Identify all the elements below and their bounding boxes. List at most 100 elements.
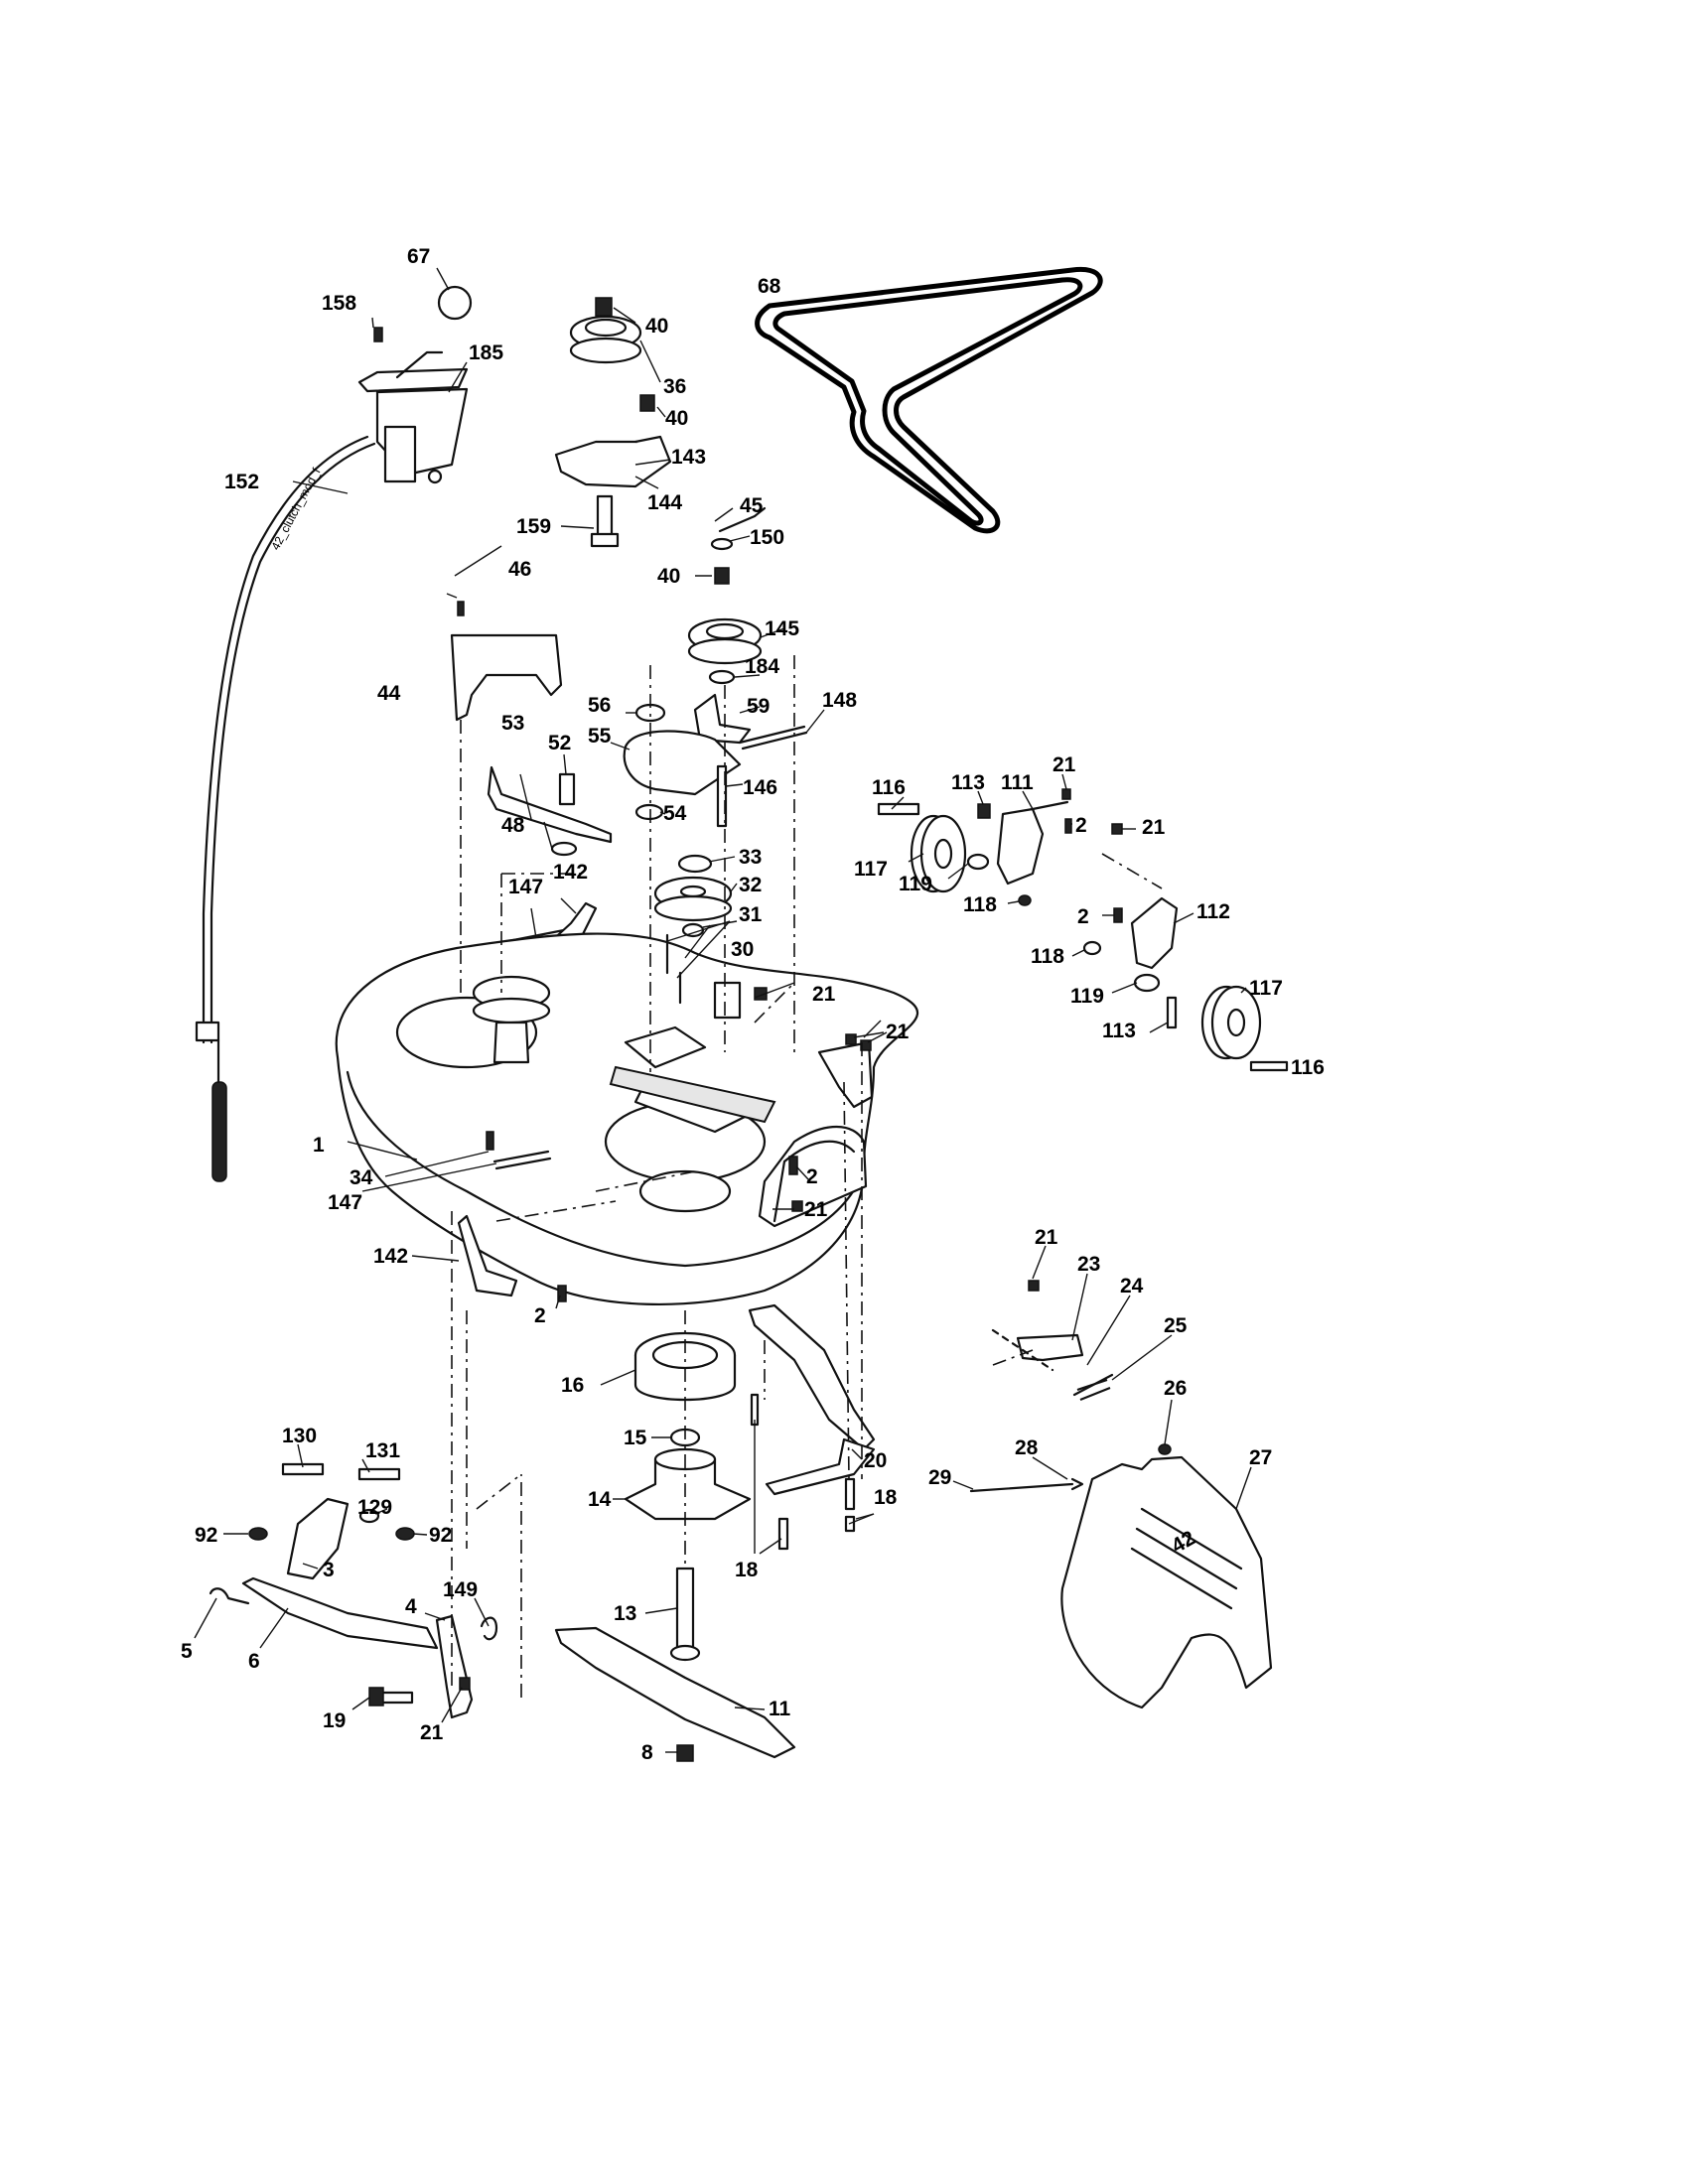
callout-21e: 21 — [420, 1721, 444, 1744]
callout-67: 67 — [407, 245, 430, 268]
callout-40a: 40 — [645, 315, 668, 338]
callout-45: 45 — [740, 494, 764, 517]
callout-119b: 119 — [1070, 985, 1104, 1008]
callout-8: 8 — [641, 1741, 653, 1764]
callout-21g: 21 — [1142, 816, 1166, 839]
callout-142b: 142 — [373, 1245, 408, 1268]
mower-deck — [335, 932, 919, 1306]
discharge-bracket — [748, 1303, 876, 1551]
callout-144: 144 — [647, 491, 682, 514]
callout-2d: 2 — [1077, 905, 1089, 928]
belt-cover — [450, 601, 563, 722]
callout-158: 158 — [322, 292, 356, 315]
callout-36: 36 — [663, 375, 686, 398]
callout-18b: 18 — [735, 1559, 759, 1581]
callout-21c: 21 — [804, 1198, 828, 1221]
callout-145: 145 — [765, 617, 799, 640]
callout-53: 53 — [501, 712, 524, 735]
callout-185: 185 — [469, 341, 503, 364]
callout-152: 152 — [224, 471, 259, 493]
callout-119a: 119 — [899, 873, 932, 895]
callout-25: 25 — [1164, 1314, 1188, 1337]
callout-118a: 118 — [963, 893, 997, 916]
callout-19: 19 — [323, 1709, 346, 1732]
idler-arm-pulley-lower — [623, 506, 808, 938]
callout-130: 130 — [282, 1425, 317, 1447]
callout-21a: 21 — [812, 983, 836, 1006]
callout-3: 3 — [323, 1559, 335, 1581]
callout-2c: 2 — [1075, 814, 1087, 837]
callout-111: 111 — [1001, 771, 1034, 794]
callout-6: 6 — [248, 1650, 260, 1673]
callout-92a: 92 — [195, 1524, 217, 1547]
callout-113a: 113 — [951, 771, 985, 794]
callout-labels: 67 158 185 152 40 36 40 143 144 159 45 1… — [181, 245, 1325, 1764]
callout-159: 159 — [516, 515, 551, 538]
callout-118b: 118 — [1031, 945, 1064, 968]
callout-55: 55 — [588, 725, 612, 748]
callout-20: 20 — [864, 1449, 887, 1472]
callout-24: 24 — [1120, 1275, 1144, 1297]
callout-4: 4 — [405, 1595, 417, 1618]
callout-52: 52 — [548, 732, 571, 754]
callout-16: 16 — [561, 1374, 584, 1397]
callout-113b: 113 — [1102, 1020, 1136, 1042]
callout-23: 23 — [1077, 1253, 1100, 1276]
spindle-assembly — [554, 1331, 796, 1762]
callout-142a: 142 — [553, 861, 588, 884]
callout-5: 5 — [181, 1640, 193, 1663]
callout-11: 11 — [769, 1698, 791, 1720]
callout-32: 32 — [739, 874, 762, 896]
callout-149: 149 — [443, 1578, 478, 1601]
alignment-lines — [451, 655, 1163, 1698]
callout-146: 146 — [743, 776, 777, 799]
callout-15: 15 — [624, 1427, 647, 1449]
callout-13: 13 — [614, 1602, 636, 1625]
drive-belt — [755, 266, 1103, 534]
callout-27: 27 — [1249, 1446, 1272, 1469]
callout-131: 131 — [365, 1439, 400, 1462]
discharge-chute: 42 — [969, 1280, 1273, 1709]
callout-56: 56 — [588, 694, 611, 717]
knob — [437, 285, 473, 321]
callout-147a: 147 — [508, 876, 543, 898]
callout-1: 1 — [313, 1134, 325, 1157]
callout-92b: 92 — [429, 1524, 452, 1547]
callout-184: 184 — [745, 655, 779, 678]
callout-117b: 117 — [1249, 977, 1283, 1000]
callout-117a: 117 — [854, 858, 888, 881]
front-link-assembly — [209, 1462, 498, 1719]
callout-116b: 116 — [1291, 1056, 1325, 1079]
cable-text: 42_clutch_mod_f — [268, 466, 324, 553]
callout-30: 30 — [731, 938, 754, 961]
callout-14: 14 — [588, 1488, 612, 1511]
callout-34: 34 — [350, 1166, 373, 1189]
callout-21b: 21 — [886, 1021, 910, 1043]
front-arm-left — [457, 1214, 567, 1302]
callout-112: 112 — [1196, 900, 1230, 923]
callout-31: 31 — [739, 903, 763, 926]
callout-148: 148 — [822, 689, 857, 712]
callout-129: 129 — [357, 1496, 392, 1519]
callout-2b: 2 — [806, 1165, 818, 1188]
callout-2a: 2 — [534, 1304, 546, 1327]
idler-pulley-upper — [554, 297, 672, 548]
callout-46: 46 — [508, 558, 531, 581]
callout-147b: 147 — [328, 1191, 362, 1214]
callout-21f: 21 — [1052, 753, 1076, 776]
callout-33: 33 — [739, 846, 762, 869]
callout-21d: 21 — [1035, 1226, 1058, 1249]
callout-59: 59 — [747, 695, 770, 718]
callout-48: 48 — [501, 814, 525, 837]
callout-29: 29 — [928, 1466, 951, 1489]
callout-116a: 116 — [872, 776, 906, 799]
gauge-wheel-upper — [877, 788, 1072, 906]
callout-28: 28 — [1015, 1436, 1039, 1459]
callout-143: 143 — [671, 446, 706, 469]
callout-150: 150 — [750, 526, 784, 549]
leader-lines — [194, 267, 1252, 1753]
callout-40b: 40 — [665, 407, 688, 430]
callout-26: 26 — [1164, 1377, 1187, 1400]
callout-18a: 18 — [874, 1486, 898, 1509]
